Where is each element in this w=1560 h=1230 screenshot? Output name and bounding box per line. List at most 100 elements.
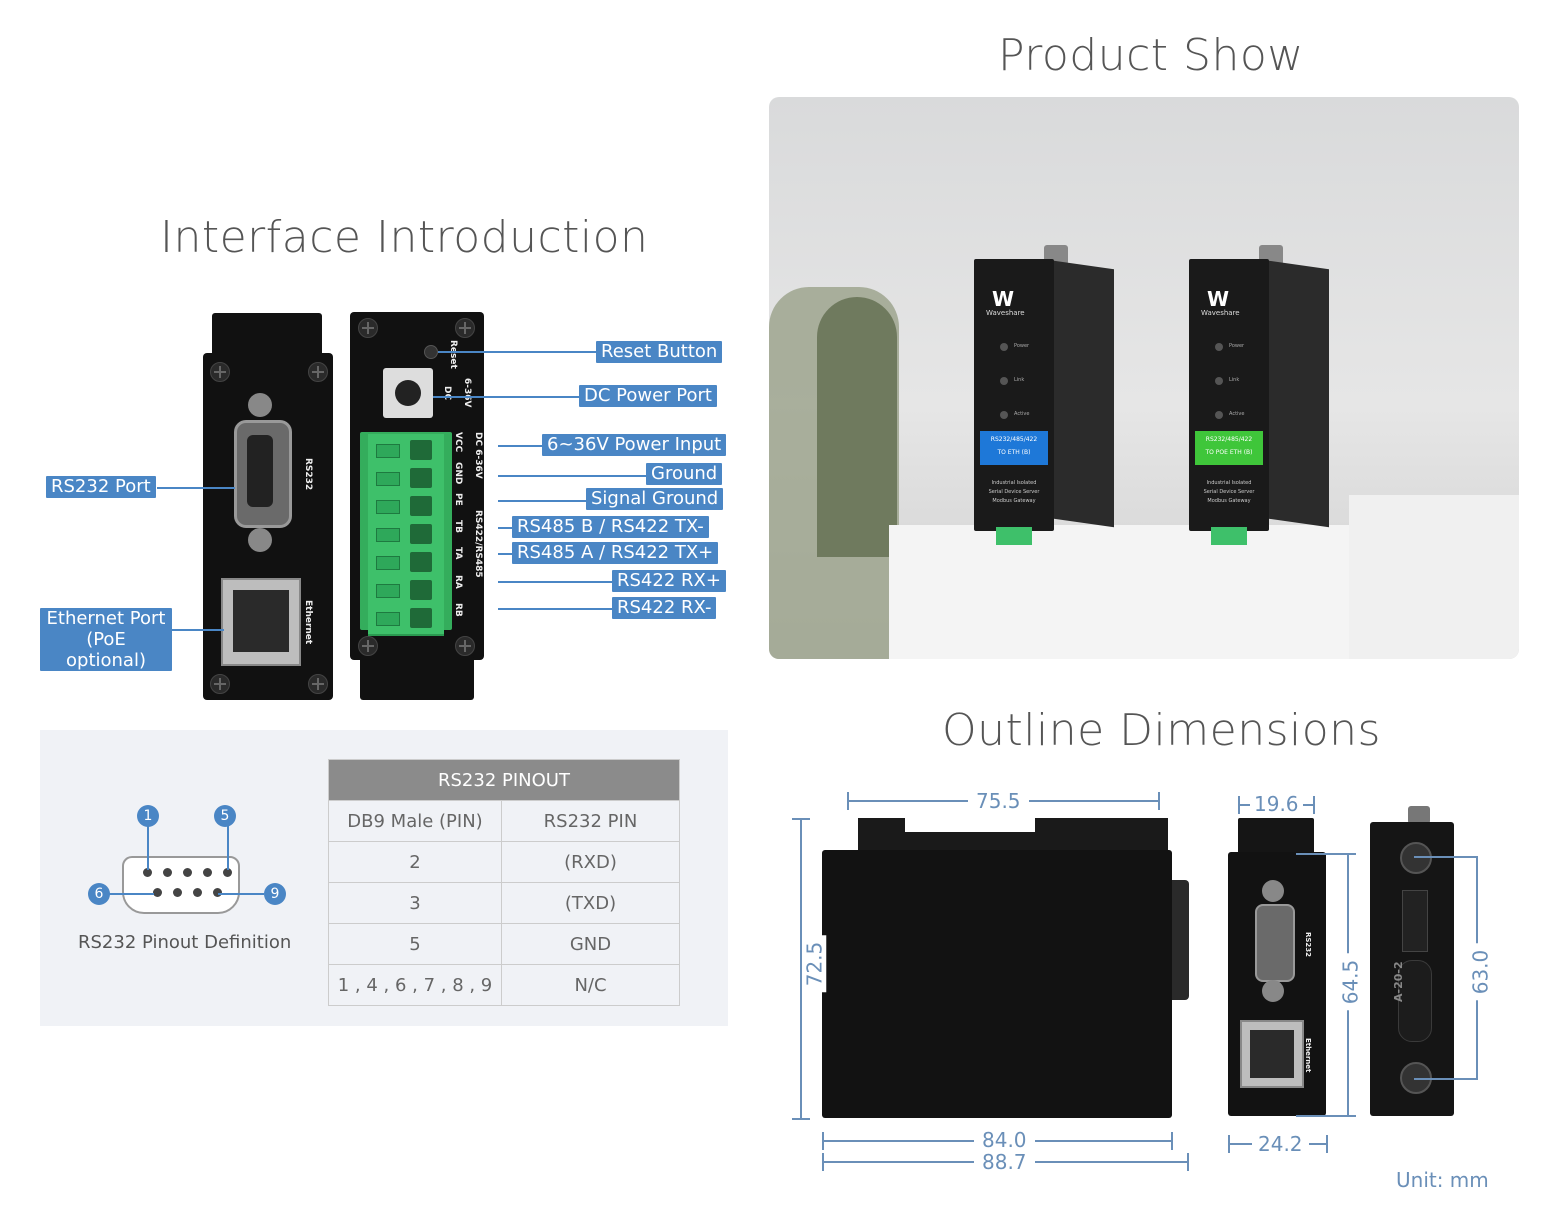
callout-signal-ground: Signal Ground bbox=[586, 488, 724, 510]
pin-5-badge: 5 bbox=[214, 805, 236, 827]
callout-rs232-port: RS232 Port bbox=[46, 476, 156, 498]
pinout-table: RS232 PINOUT DB9 Male (PIN) RS232 PIN 2 … bbox=[328, 759, 680, 1006]
terminal-block bbox=[360, 432, 452, 636]
ta-label: TA bbox=[453, 547, 463, 560]
signal-cell: (TXD) bbox=[501, 882, 680, 924]
front-ethernet-label: Ethernet bbox=[1304, 1038, 1312, 1073]
callout-power-input: 6~36V Power Input bbox=[542, 434, 727, 456]
waveshare-logo-icon: W bbox=[992, 287, 1015, 311]
screw-icon bbox=[210, 362, 230, 382]
waveshare-logo-icon: W bbox=[1207, 287, 1230, 311]
led-label: Active bbox=[1014, 411, 1030, 417]
signal-cell: N/C bbox=[501, 964, 680, 1006]
interface-heading: Interface Introduction bbox=[160, 212, 649, 263]
dim-63: 63.0 bbox=[1468, 943, 1493, 1001]
dim-24: 24.2 bbox=[1252, 1132, 1309, 1156]
rs232-side-label: RS232 bbox=[303, 458, 313, 491]
tb-label: TB bbox=[453, 520, 463, 533]
desc-line: Modbus Gateway bbox=[992, 498, 1036, 504]
signal-cell: (RXD) bbox=[501, 841, 680, 883]
rail-label: A-20-2 bbox=[1392, 961, 1405, 1002]
pin-cell: 2 bbox=[328, 841, 502, 883]
callout-rs485-b: RS485 B / RS422 TX- bbox=[512, 516, 709, 538]
product-badge: RS232/485/422 TO ETH (B) bbox=[980, 431, 1048, 465]
badge-line1: RS232/485/422 bbox=[990, 436, 1038, 443]
product-photo: W Waveshare Power Link Active RS232/485/… bbox=[769, 97, 1519, 659]
db9-screw-icon bbox=[248, 393, 272, 417]
table-row: 3 (TXD) bbox=[328, 882, 680, 924]
led-label: Active bbox=[1229, 411, 1245, 417]
callout-ethernet-port: Ethernet Port (PoE optional) bbox=[40, 608, 172, 671]
pin-cell: 5 bbox=[328, 923, 502, 965]
desc-line: Serial Device Server bbox=[988, 489, 1040, 495]
callout-rs422-rx-plus: RS422 RX+ bbox=[612, 570, 726, 592]
desc-line: Modbus Gateway bbox=[1207, 498, 1251, 504]
brand-label: Waveshare bbox=[986, 309, 1025, 317]
rj45-port-icon bbox=[221, 578, 301, 666]
dim-75: 75.5 bbox=[968, 789, 1029, 813]
product-heading: Product Show bbox=[998, 30, 1304, 81]
pin-6-badge: 6 bbox=[88, 883, 110, 905]
screw-icon bbox=[308, 362, 328, 382]
ra-label: RA bbox=[453, 575, 463, 589]
table-row: 5 GND bbox=[328, 923, 680, 965]
led-label: Link bbox=[1014, 377, 1025, 383]
db9-screw-icon bbox=[248, 528, 272, 552]
dc-side-label: DC bbox=[442, 386, 452, 401]
product-unit: W Waveshare Power Link Active RS232/485/… bbox=[1189, 245, 1329, 545]
dim-64: 64.5 bbox=[1338, 953, 1363, 1011]
pin-1-badge: 1 bbox=[137, 805, 159, 827]
dim-88: 88.7 bbox=[974, 1150, 1035, 1174]
callout-ground: Ground bbox=[646, 463, 723, 485]
signal-cell: GND bbox=[501, 923, 680, 965]
led-label: Power bbox=[1229, 343, 1245, 349]
screw-icon bbox=[455, 636, 475, 656]
callout-ethernet-line1: Ethernet Port bbox=[46, 608, 166, 629]
product-unit: W Waveshare Power Link Active RS232/485/… bbox=[974, 245, 1114, 545]
table-row: 1 , 4 , 6 , 7 , 8 , 9 N/C bbox=[328, 964, 680, 1006]
brand-label: Waveshare bbox=[1201, 309, 1240, 317]
pinout-caption: RS232 Pinout Definition bbox=[78, 932, 292, 953]
screw-icon bbox=[455, 318, 475, 338]
screw-icon bbox=[358, 636, 378, 656]
vcc-label: VCC bbox=[453, 432, 463, 453]
reset-hole-icon[interactable] bbox=[424, 345, 438, 359]
led-label: Power bbox=[1014, 343, 1030, 349]
front-rs232-label: RS232 bbox=[1304, 932, 1312, 958]
callout-rs485-a: RS485 A / RS422 TX+ bbox=[512, 542, 719, 564]
reset-side-label: Reset bbox=[448, 340, 458, 369]
pin-cell: 3 bbox=[328, 882, 502, 924]
pinout-col-header: RS232 PIN bbox=[501, 800, 680, 842]
rb-label: RB bbox=[453, 603, 463, 617]
screw-icon bbox=[358, 318, 378, 338]
unit-label: Unit: mm bbox=[1396, 1168, 1489, 1192]
table-row: 2 (RXD) bbox=[328, 841, 680, 883]
ethernet-side-label: Ethernet bbox=[303, 600, 313, 645]
dc-range2-label: DC 6-36V bbox=[473, 432, 483, 479]
dim-84: 84.0 bbox=[974, 1128, 1035, 1152]
screw-icon bbox=[308, 674, 328, 694]
dc-jack-icon bbox=[383, 368, 433, 418]
dc-range-side-label: 6-36V bbox=[462, 378, 472, 408]
desc-line: Industrial Isolated bbox=[1206, 480, 1252, 486]
led-label: Link bbox=[1229, 377, 1240, 383]
desc-line: Industrial Isolated bbox=[991, 480, 1037, 486]
pinout-table-title: RS232 PINOUT bbox=[328, 759, 680, 801]
outline-heading: Outline Dimensions bbox=[942, 705, 1381, 756]
product-badge: RS232/485/422 TO POE ETH (B) bbox=[1195, 431, 1263, 465]
badge-line2: TO POE ETH (B) bbox=[1205, 449, 1253, 456]
callout-reset-button: Reset Button bbox=[596, 341, 723, 363]
pinout-col-header: DB9 Male (PIN) bbox=[328, 800, 502, 842]
screw-icon bbox=[210, 674, 230, 694]
pin-9-badge: 9 bbox=[264, 883, 286, 905]
db9-connector-icon bbox=[234, 420, 292, 528]
dim-72: 72.5 bbox=[802, 935, 827, 993]
badge-line2: TO ETH (B) bbox=[997, 449, 1031, 456]
pe-label: PE bbox=[453, 493, 463, 506]
pin-cell: 1 , 4 , 6 , 7 , 8 , 9 bbox=[328, 964, 502, 1006]
rs422-rs485-label: RS422/RS485 bbox=[473, 510, 483, 578]
dim-19: 19.6 bbox=[1250, 792, 1303, 816]
callout-rs422-rx-minus: RS422 RX- bbox=[612, 597, 717, 619]
badge-line1: RS232/485/422 bbox=[1205, 436, 1253, 443]
callout-dc-power-port: DC Power Port bbox=[579, 385, 717, 407]
